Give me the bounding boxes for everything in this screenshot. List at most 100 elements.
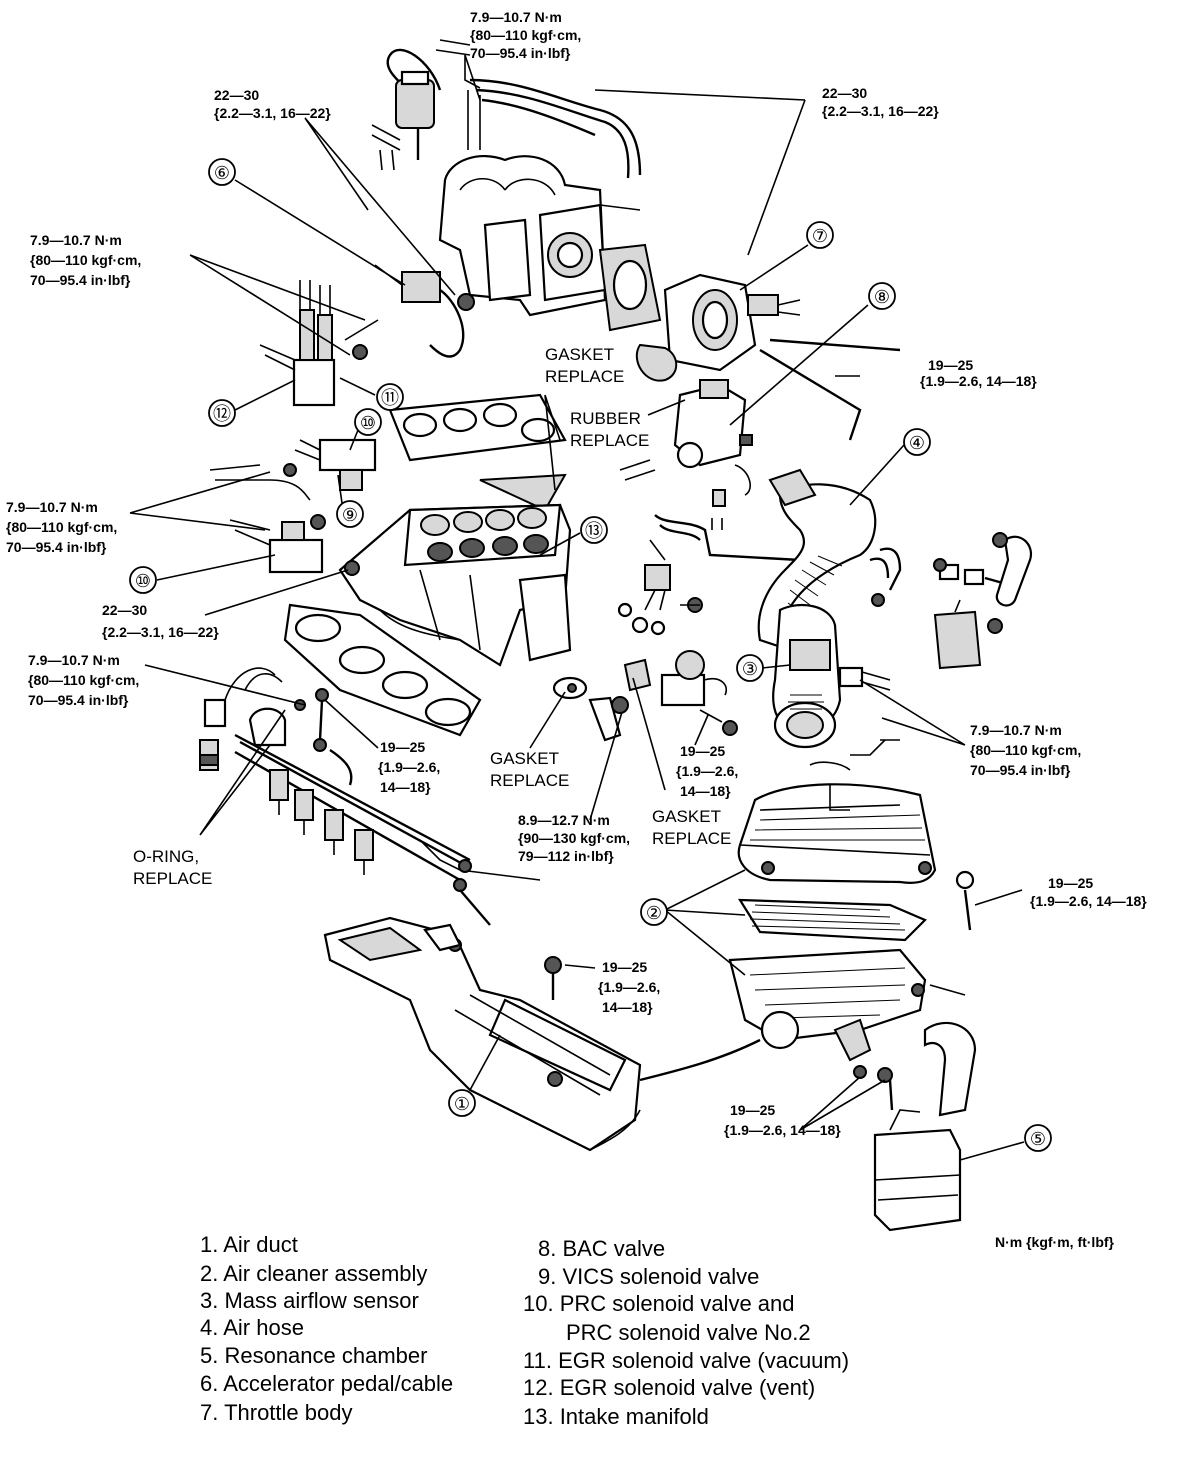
- torque-spec-manifold-bottom: 8.9—12.7 N·m {90—130 kgf·cm, 79—112 in·l…: [518, 812, 630, 864]
- torque-line: 19—25: [602, 959, 647, 975]
- torque-line: {2.2—3.1, 16—22}: [822, 103, 939, 119]
- torque-line: 7.9—10.7 N·m: [970, 722, 1062, 738]
- torque-spec-air-cleaner-base: 19—25 {1.9—2.6, 14—18}: [724, 1102, 841, 1138]
- torque-line: 19—25: [380, 739, 425, 755]
- torque-spec-manifold-left: 22—30 {2.2—3.1, 16—22}: [102, 602, 219, 640]
- callout-number: ⑨: [342, 505, 358, 525]
- air-filter-element: [737, 898, 927, 942]
- torque-line: {80—110 kgf·cm,: [470, 27, 581, 43]
- callout-8: ⑧: [868, 282, 896, 310]
- note-line: REPLACE: [133, 869, 212, 888]
- torque-spec-upper-right: 22—30 {2.2—3.1, 16—22}: [822, 85, 939, 119]
- torque-line: {1.9—2.6,: [676, 763, 738, 779]
- torque-line: 22—30: [214, 87, 259, 103]
- legend-item: 10. PRC solenoid valve and: [523, 1291, 795, 1316]
- torque-line: 70—95.4 in·lbf}: [470, 45, 571, 61]
- throttle-body-part: [635, 273, 901, 441]
- legend-item: 12. EGR solenoid valve (vent): [523, 1375, 815, 1400]
- legend-right-column: 8. BAC valve 9. VICS solenoid valve 10. …: [523, 1236, 849, 1429]
- callout-5: ⑤: [1024, 1124, 1052, 1152]
- legend-item: 6. Accelerator pedal/cable: [200, 1371, 453, 1396]
- torque-line: 7.9—10.7 N·m: [6, 499, 98, 515]
- torque-spec-upper-left: 22—30 {2.2—3.1, 16—22}: [214, 87, 331, 121]
- torque-spec-egr-solenoid: 7.9—10.7 N·m {80—110 kgf·cm, 70—95.4 in·…: [30, 232, 141, 288]
- legend-item: 3. Mass airflow sensor: [200, 1288, 419, 1313]
- torque-line: 70—95.4 in·lbf}: [30, 272, 131, 288]
- callout-11: ⑪: [376, 383, 404, 411]
- egr-small-gaskets: [552, 602, 666, 742]
- torque-line: {80—110 kgf·cm,: [6, 519, 117, 535]
- egr-gasket-triangle: [479, 473, 567, 512]
- plenum-gasket: [598, 243, 662, 332]
- callout-1: ①: [448, 1089, 476, 1117]
- torque-spec-air-cleaner-bolt: 19—25 {1.9—2.6, 14—18}: [1030, 875, 1147, 909]
- torque-spec-injector: 7.9—10.7 N·m {80—110 kgf·cm, 70—95.4 in·…: [28, 652, 139, 708]
- upper-manifold-gasket: [388, 393, 567, 462]
- torque-line: {90—130 kgf·cm,: [518, 830, 630, 846]
- intake-manifold-part: [338, 503, 572, 667]
- note-line: REPLACE: [545, 367, 624, 386]
- callout-4: ④: [903, 428, 931, 456]
- callout-9: ⑨: [336, 500, 364, 528]
- vics-solenoid-part: [209, 438, 377, 501]
- torque-line: 14—18}: [680, 783, 731, 799]
- callout-number: ⑫: [213, 404, 231, 424]
- air-cleaner-base: [728, 870, 975, 1062]
- legend-item: 1. Air duct: [200, 1232, 298, 1257]
- callout-number: ③: [742, 659, 758, 679]
- torque-spec-vics-prc: 7.9—10.7 N·m {80—110 kgf·cm, 70—95.4 in·…: [6, 499, 117, 555]
- torque-spec-throttle-body: 19—25 {1.9—2.6, 14—18}: [920, 357, 1037, 389]
- torque-line: {1.9—2.6, 14—18}: [1030, 893, 1147, 909]
- callout-2: ②: [640, 898, 668, 926]
- resonance-chamber-part: [853, 1021, 977, 1232]
- vacuum-hoses-middle: [644, 514, 801, 613]
- note-line: RUBBER: [570, 409, 641, 428]
- torque-line: 70—95.4 in·lbf}: [6, 539, 107, 555]
- callout-number: ④: [909, 433, 925, 453]
- callout-number: ⑩: [135, 571, 151, 591]
- callout-number: ⑤: [1030, 1129, 1046, 1149]
- callout-number: ⑧: [874, 287, 890, 307]
- callout-number: ②: [646, 903, 662, 923]
- torque-line: {80—110 kgf·cm,: [28, 672, 139, 688]
- torque-spec-top: 7.9—10.7 N·m {80—110 kgf·cm, 70—95.4 in·…: [470, 9, 581, 61]
- mass-airflow-sensor-part: [772, 603, 891, 749]
- legend-item: PRC solenoid valve No.2: [566, 1320, 811, 1345]
- note-rubber: RUBBER REPLACE: [570, 409, 649, 450]
- note-line: GASKET: [652, 807, 721, 826]
- note-oring: O-RING, REPLACE: [133, 847, 212, 888]
- note-gasket-egr: GASKET REPLACE: [652, 807, 731, 848]
- callout-number: ⑥: [214, 163, 230, 183]
- torque-line: 22—30: [822, 85, 867, 101]
- torque-line: 14—18}: [380, 779, 431, 795]
- note-line: REPLACE: [490, 771, 569, 790]
- fuel-filter-assembly: [371, 39, 642, 179]
- torque-line: 70—95.4 in·lbf}: [28, 692, 129, 708]
- callout-6: ⑥: [208, 158, 236, 186]
- note-line: GASKET: [545, 345, 614, 364]
- torque-line: 19—25: [1048, 875, 1093, 891]
- torque-line: 19—25: [928, 357, 973, 373]
- leader-lines: [129, 54, 1025, 1161]
- torque-line: 19—25: [730, 1102, 775, 1118]
- legend-item: 2. Air cleaner assembly: [200, 1261, 427, 1286]
- torque-line: {1.9—2.6, 14—18}: [724, 1122, 841, 1138]
- note-line: REPLACE: [652, 829, 731, 848]
- torque-spec-egr-valve: 19—25 {1.9—2.6, 14—18}: [676, 743, 738, 799]
- prc-solenoid-part: [229, 514, 326, 574]
- torque-line: 70—95.4 in·lbf}: [970, 762, 1071, 778]
- note-line: GASKET: [490, 749, 559, 768]
- torque-line: {80—110 kgf·cm,: [970, 742, 1081, 758]
- callout-number: ⑦: [812, 226, 828, 246]
- torque-line: 7.9—10.7 N·m: [28, 652, 120, 668]
- legend-item: 11. EGR solenoid valve (vacuum): [523, 1348, 849, 1373]
- torque-line: {1.9—2.6,: [378, 759, 440, 775]
- manifold-flange-gasket: [283, 603, 482, 737]
- callout-12: ⑫: [208, 399, 236, 427]
- torque-line: 22—30: [102, 602, 147, 618]
- accelerator-cable-bracket: [374, 264, 475, 358]
- torque-line: 7.9—10.7 N·m: [30, 232, 122, 248]
- torque-spec-mass-airflow: 7.9—10.7 N·m {80—110 kgf·cm, 70—95.4 in·…: [970, 722, 1081, 778]
- legend-item: 4. Air hose: [200, 1315, 304, 1340]
